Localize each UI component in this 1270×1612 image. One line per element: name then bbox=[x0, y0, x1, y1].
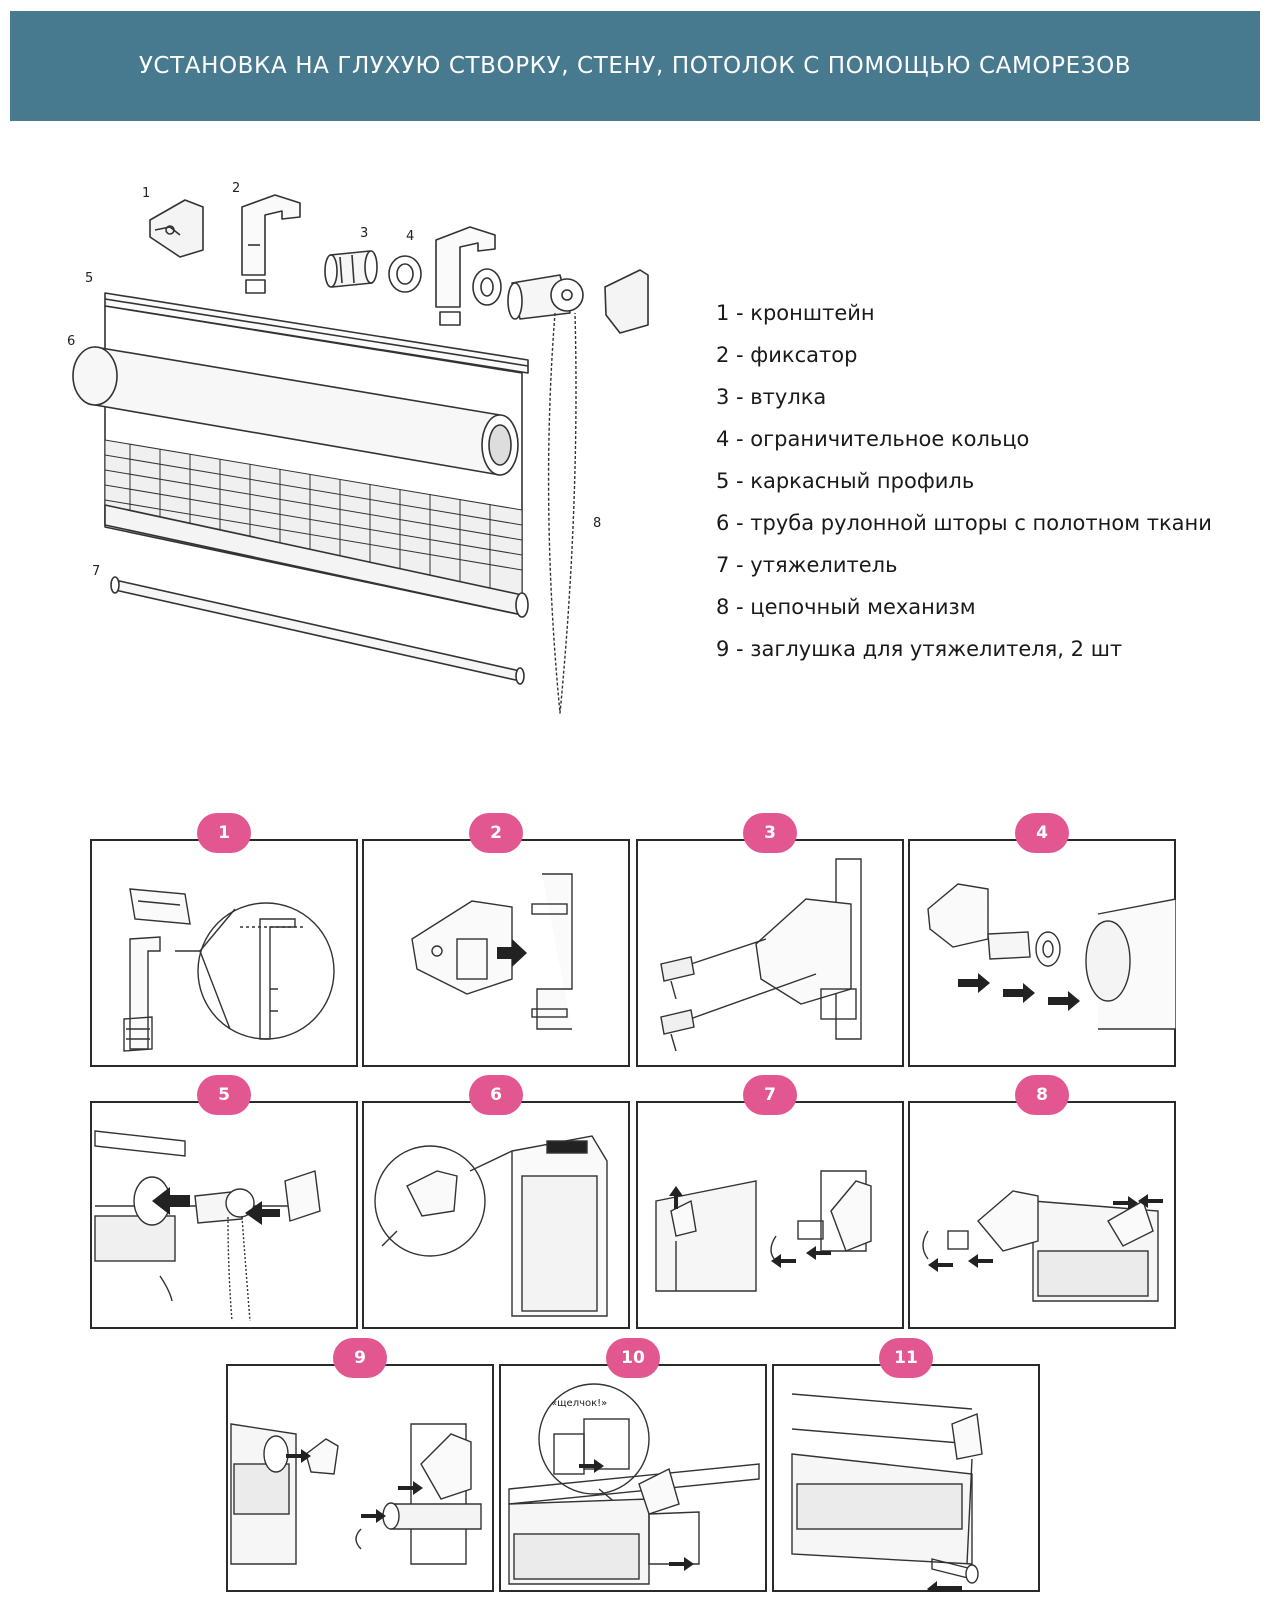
step-4-illustration bbox=[927, 883, 1176, 1030]
step-7-panel: 7 bbox=[636, 1075, 904, 1329]
step-9-panel: 9 bbox=[226, 1338, 494, 1592]
bushing-part bbox=[324, 250, 378, 288]
legend-item: 6 - труба рулонной шторы с полотном ткан… bbox=[716, 511, 1212, 535]
bracket-part bbox=[149, 199, 204, 258]
step-10-panel: 10 «щелчок!» bbox=[499, 1338, 767, 1592]
legend-item: 8 - цепочный механизм bbox=[716, 595, 976, 619]
roller-tube bbox=[72, 346, 519, 476]
legend-item: 4 - ограничительное кольцо bbox=[716, 427, 1030, 451]
step-number-badge: 8 bbox=[1015, 1075, 1069, 1115]
step-1-illustration bbox=[123, 888, 335, 1052]
step-number-badge: 11 bbox=[879, 1338, 933, 1378]
step-5-panel: 5 bbox=[90, 1075, 358, 1329]
step-number-badge: 4 bbox=[1015, 813, 1069, 853]
step-number-badge: 1 bbox=[197, 813, 251, 853]
legend-item: 3 - втулка bbox=[716, 385, 827, 409]
callout-1: 1 bbox=[142, 186, 150, 201]
step-11-illustration bbox=[791, 1393, 983, 1592]
header-banner: УСТАНОВКА НА ГЛУХУЮ СТВОРКУ, СТЕНУ, ПОТО… bbox=[10, 11, 1260, 121]
ring-part bbox=[388, 255, 422, 293]
weight-bar bbox=[110, 576, 525, 685]
click-note: «щелчок!» bbox=[551, 1398, 607, 1409]
step-6-illustration bbox=[374, 1135, 608, 1317]
step-6-panel: 6 bbox=[362, 1075, 630, 1329]
parts-diagram: 1 2 3 4 5 6 7 8 bbox=[67, 181, 649, 714]
legend-item: 1 - кронштейн bbox=[716, 301, 875, 325]
step-8-illustration bbox=[922, 1190, 1163, 1302]
fabric-grid bbox=[104, 439, 523, 596]
legend-item: 5 - каркасный профиль bbox=[716, 469, 975, 493]
legend-item: 9 - заглушка для утяжелителя, 2 шт bbox=[716, 637, 1123, 661]
callout-5: 5 bbox=[85, 271, 93, 286]
step-number-badge: 9 bbox=[333, 1338, 387, 1378]
callout-2: 2 bbox=[232, 181, 240, 196]
chain-mechanism-head bbox=[507, 274, 584, 320]
step-9-illustration bbox=[230, 1423, 482, 1565]
step-2-illustration bbox=[411, 873, 573, 1030]
step-1-panel: 1 bbox=[90, 813, 358, 1067]
page-title: УСТАНОВКА НА ГЛУХУЮ СТВОРКУ, СТЕНУ, ПОТО… bbox=[138, 53, 1132, 79]
fixator-part bbox=[241, 194, 301, 294]
step-number-badge: 3 bbox=[743, 813, 797, 853]
step-11-panel: 11 bbox=[772, 1338, 1040, 1592]
legend-item: 2 - фиксатор bbox=[716, 343, 858, 367]
frame-profile bbox=[104, 292, 529, 374]
step-2-panel: 2 bbox=[362, 813, 630, 1067]
step-number-badge: 2 bbox=[469, 813, 523, 853]
step-5-illustration bbox=[94, 1130, 321, 1322]
step-7-illustration bbox=[655, 1170, 872, 1292]
step-4-panel: 4 bbox=[908, 813, 1176, 1067]
step-number-badge: 7 bbox=[743, 1075, 797, 1115]
callout-3: 3 bbox=[360, 226, 368, 241]
callout-4: 4 bbox=[406, 229, 414, 244]
step-3-panel: 3 bbox=[636, 813, 904, 1067]
step-3-illustration bbox=[660, 858, 862, 1052]
legend-item: 7 - утяжелитель bbox=[716, 553, 898, 577]
step-number-badge: 10 bbox=[606, 1338, 660, 1378]
step-number-badge: 5 bbox=[197, 1075, 251, 1115]
callout-8: 8 bbox=[593, 516, 601, 531]
step-number-badge: 6 bbox=[469, 1075, 523, 1115]
step-10-illustration: «щелчок!» bbox=[508, 1383, 760, 1585]
step-8-panel: 8 bbox=[908, 1075, 1176, 1329]
parts-legend: 1 - кронштейн 2 - фиксатор 3 - втулка 4 … bbox=[716, 292, 1212, 670]
callout-6: 6 bbox=[67, 334, 75, 349]
chain-line bbox=[547, 312, 577, 714]
callout-7: 7 bbox=[92, 564, 100, 579]
